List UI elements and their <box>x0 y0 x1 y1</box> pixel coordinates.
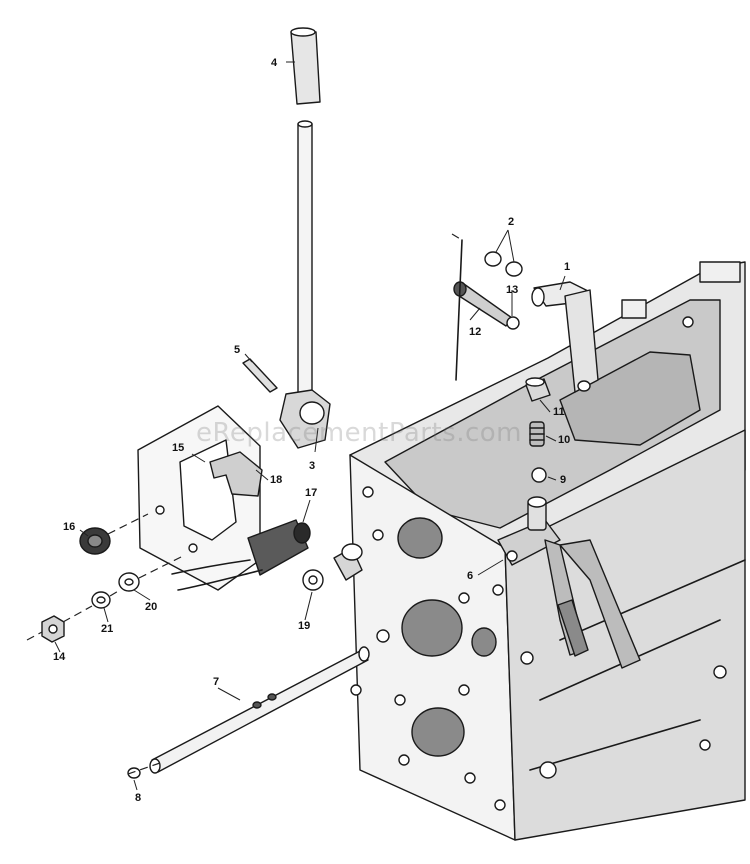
washer-part-20 <box>118 572 140 592</box>
shift-fork-part-6 <box>497 496 641 669</box>
seal-rings-part-2 <box>484 251 523 277</box>
neutral-safety-switch-part-17 <box>171 519 311 591</box>
callout-6: 6 <box>467 570 474 582</box>
callout-12: 12 <box>469 326 482 338</box>
washer-part-19 <box>302 569 324 591</box>
washer-part-13 <box>506 316 520 330</box>
nut-part-16 <box>79 527 111 555</box>
assembly-centerlines <box>26 233 463 776</box>
callout-10: 10 <box>558 434 571 446</box>
callout-20: 20 <box>145 601 158 613</box>
callout-leader-lines <box>54 61 566 791</box>
callout-7: 7 <box>213 676 220 688</box>
plug-part-11 <box>525 377 551 402</box>
transmission-case <box>349 261 746 841</box>
callout-18: 18 <box>270 474 283 486</box>
callout-3: 3 <box>309 460 316 472</box>
callout-16: 16 <box>63 521 76 533</box>
shift-lever-part-3 <box>279 120 331 449</box>
lock-washer-part-21 <box>91 591 111 609</box>
callout-14: 14 <box>53 651 66 663</box>
callout-11: 11 <box>553 406 565 418</box>
shift-knob-part-4 <box>290 27 321 105</box>
watermark-text: eReplacementParts.com <box>196 418 523 448</box>
lever-arm-part-1 <box>531 281 599 393</box>
callout-13: 13 <box>506 284 519 296</box>
ball-part-9 <box>531 467 547 483</box>
callout-8: 8 <box>135 792 142 804</box>
callout-19: 19 <box>298 620 311 632</box>
hex-nut-part-14 <box>41 615 65 643</box>
callout-1: 1 <box>564 261 571 273</box>
callout-15: 15 <box>172 442 185 454</box>
spring-part-10 <box>529 421 545 447</box>
bolt-part-12 <box>453 281 513 327</box>
callout-2: 2 <box>508 216 515 228</box>
callout-9: 9 <box>560 474 567 486</box>
shifter-shaft-part-7 <box>149 646 370 774</box>
callout-5: 5 <box>234 344 241 356</box>
callout-17: 17 <box>305 487 318 499</box>
callout-21: 21 <box>101 623 114 635</box>
switch-stud-part-19-area <box>333 543 363 581</box>
callout-4: 4 <box>271 57 278 69</box>
bracket-clip-part-18 <box>209 451 263 497</box>
roll-pin-part-5 <box>242 358 278 393</box>
snap-ring-part-8 <box>127 767 141 779</box>
